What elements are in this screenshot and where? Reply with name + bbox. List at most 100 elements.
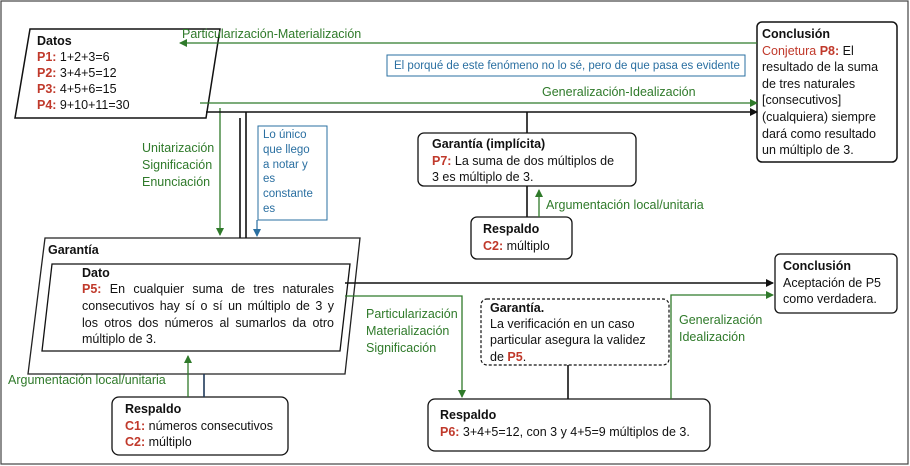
garantia-dashed-line: de P5.	[490, 349, 646, 365]
p6-tag: P6:	[440, 425, 460, 439]
quote-left: Lo único que llego a notar y es constant…	[263, 128, 313, 217]
p5-ref-tag: P5	[507, 349, 523, 364]
conclusion-top-line: [consecutivos]	[762, 93, 842, 108]
dato-inner-shape	[41, 263, 351, 352]
respaldo-left-line: C2: múltiplo	[125, 434, 273, 451]
respaldo-top: Respaldo C2: múltiplo	[483, 221, 550, 254]
quote-left-box	[257, 125, 328, 221]
c2-tag: C2:	[125, 435, 146, 449]
dato-body: En cualquier suma de tres naturales cons…	[82, 282, 334, 347]
quote-left-line: Lo único	[263, 129, 307, 141]
label-materializacion-mid: Materialización	[366, 324, 450, 338]
conclusion-top-title: Conclusión	[762, 27, 831, 41]
conjetura-prefix: Conjetura	[762, 43, 820, 58]
respaldo-left-title: Respaldo	[125, 402, 182, 416]
quote-left-line: constante	[263, 188, 313, 201]
datos-item: P4: 9+10+11=30	[37, 97, 130, 114]
label-particularizacion-top: Particularización-Materialización	[182, 27, 362, 41]
conclusion-right-box	[774, 253, 898, 314]
datos-shape	[14, 28, 221, 119]
quote-left-line: es	[263, 202, 276, 215]
garantia-dashed-title: Garantía.	[490, 301, 545, 315]
quote-left-line: que llego	[263, 143, 310, 156]
datos-item-text: 9+10+11=30	[56, 98, 130, 112]
quote-top-box	[386, 54, 746, 77]
datos-item-tag: P1:	[37, 50, 57, 64]
conclusion-top-line: resultado de la suma	[762, 60, 879, 75]
respaldo-bottom-box	[427, 398, 711, 452]
conclusion-right-line: como verdadera.	[783, 292, 877, 306]
garantia-dashed-line: La verificación en un caso	[490, 317, 635, 332]
quote-left-line: a notar y	[263, 158, 308, 171]
quote-left-line: es	[263, 173, 276, 186]
garantia-implicita-text: La suma de dos múltiplos de	[451, 153, 615, 168]
label-significacion: Significación	[142, 158, 213, 172]
datos-item-tag: P2:	[37, 66, 57, 80]
respaldo-left-text: números consecutivos	[145, 418, 273, 433]
garantia-title: Garantía	[48, 243, 99, 257]
conclusion-top-text: El	[839, 43, 854, 58]
conclusion-top-line: dará como resultado	[762, 126, 876, 141]
label-argumentacion-left: Argumentación local/unitaria	[8, 373, 166, 387]
respaldo-top-box	[470, 216, 573, 260]
conclusion-top-line: Conjetura P8: El	[762, 43, 878, 60]
datos-item: P3: 4+5+6=15	[37, 81, 117, 98]
label-argumentacion-right: Argumentación local/unitaria	[546, 198, 704, 212]
conclusion-right-line: Aceptación de P5	[783, 275, 881, 290]
datos-item-tag: P4:	[37, 98, 57, 112]
respaldo-bottom-title: Respaldo	[440, 408, 497, 422]
p5-tag: P5:	[82, 282, 102, 296]
p7-tag: P7:	[432, 153, 452, 168]
conclusion-right: Conclusión Aceptación de P5 como verdade…	[783, 258, 881, 308]
garantia-implicita: Garantía (implícita) P7: La suma de dos …	[432, 136, 614, 186]
label-idealizacion-right: Idealización	[679, 330, 746, 344]
arrow-particularizacion-mid	[345, 295, 466, 398]
datos-item: P1: 1+2+3=6	[37, 49, 110, 66]
c1-tag: C1:	[125, 418, 146, 433]
label-generalizacion-right: Generalización	[679, 313, 763, 327]
c2-tag: C2:	[483, 238, 504, 253]
garantia-implicita-line: P7: La suma de dos múltiplos de	[432, 153, 614, 170]
respaldo-bottom-line: P6: 3+4+5=12, con 3 y 4+5=9 múltiplos de…	[440, 424, 690, 441]
quote-top: El porqué de este fenómeno no lo sé, per…	[394, 60, 740, 72]
dato-text: P5: En cualquier suma de tres naturales …	[82, 281, 334, 348]
conclusion-top-line: un múltiplo de 3.	[762, 143, 854, 158]
garantia-implicita-title: Garantía (implícita)	[432, 137, 546, 151]
respaldo-left-text: múltiplo	[145, 435, 192, 449]
respaldo-top-title: Respaldo	[483, 222, 540, 236]
respaldo-top-line: C2: múltiplo	[483, 238, 550, 255]
respaldo-left-box	[111, 396, 289, 456]
garantia-dashed-suffix: .	[522, 349, 527, 364]
datos-item-tag: P3:	[37, 82, 57, 96]
datos-item-text: 4+5+6=15	[56, 82, 117, 96]
label-enunciacion: Enunciación	[142, 175, 211, 187]
dato-title: Dato	[82, 266, 110, 280]
arrow-generalizacion-right	[670, 291, 774, 399]
conclusion-top-line: de tres naturales	[762, 76, 856, 91]
datos-item: P2: 3+4+5=12	[37, 65, 117, 82]
conclusion-top: Conclusión Conjetura P8: El resultado de…	[762, 26, 878, 159]
garantia-dashed-line: particular asegura la validez	[490, 333, 646, 348]
respaldo-bottom: Respaldo P6: 3+4+5=12, con 3 y 4+5=9 múl…	[440, 407, 690, 441]
conclusion-top-box	[756, 21, 898, 163]
label-particularizacion-mid: Particularización	[366, 307, 458, 321]
conclusion-right-title: Conclusión	[783, 259, 852, 273]
garantia-implicita-line: 3 es múltiplo de 3.	[432, 170, 534, 184]
label-generalizacion-top: Generalización-Idealización	[542, 85, 696, 99]
garantia-dashed-box	[480, 298, 670, 366]
label-significacion-mid: Significación	[366, 341, 437, 355]
conclusion-top-line: (cualquiera) siempre	[762, 109, 876, 124]
datos-item-text: 3+4+5=12	[56, 66, 117, 80]
respaldo-top-text: múltiplo	[503, 238, 550, 253]
respaldo-left-line: C1: números consecutivos	[125, 418, 273, 435]
datos-title: Datos	[37, 34, 72, 48]
garantia-dashed: Garantía. La verificación en un caso par…	[490, 300, 646, 365]
respaldo-left: Respaldo C1: números consecutivos C2: mú…	[125, 401, 273, 451]
respaldo-bottom-text: 3+4+5=12, con 3 y 4+5=9 múltiplos de 3.	[459, 425, 690, 439]
label-unitarizacion: Unitarización	[142, 141, 215, 155]
datos-item-text: 1+2+3=6	[56, 50, 110, 64]
garantia-dashed-prefix: de	[490, 349, 508, 364]
conjetura-tag: P8:	[819, 43, 840, 58]
